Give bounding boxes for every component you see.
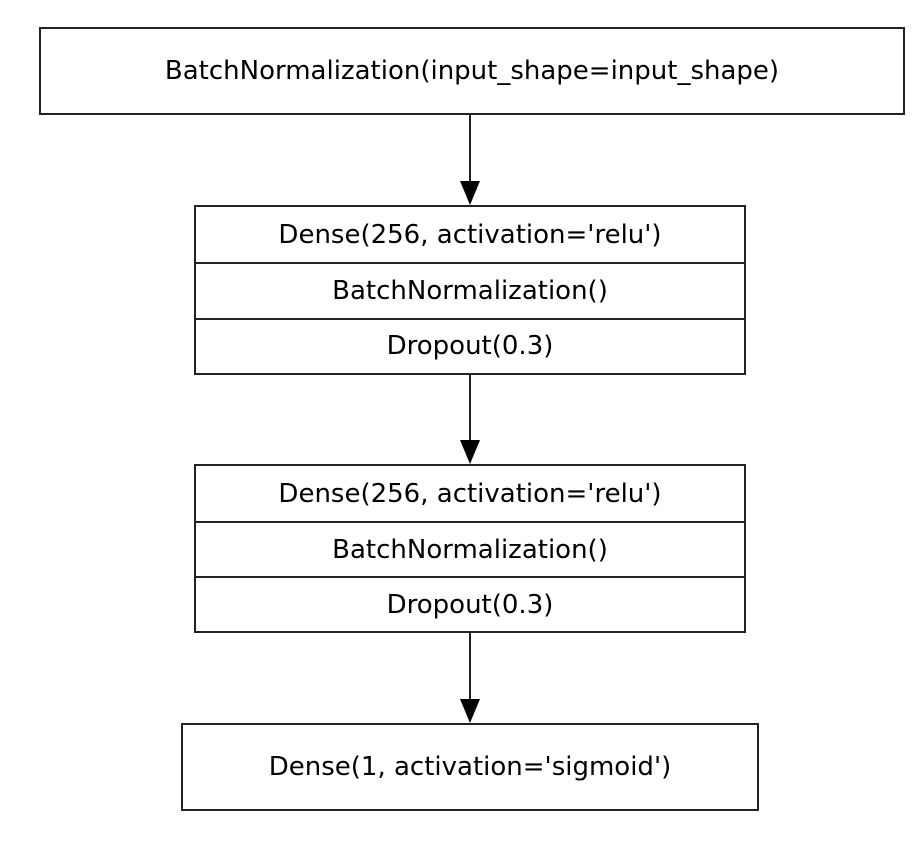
layer-label-dense: Dense(256, activation='relu') [278,219,662,250]
input-batchnorm-node: BatchNormalization(input_shape=input_sha… [39,27,905,115]
dense-block-2-node: Dense(256, activation='relu') BatchNorma… [194,464,746,633]
edge-0-1 [460,115,480,205]
layer-label: Dense(1, activation='sigmoid') [268,752,672,782]
arrowhead-icon [460,699,480,723]
layer-label-dropout: Dropout(0.3) [196,317,744,373]
edge-1-2 [460,375,480,464]
layer-label-batchnorm: BatchNormalization() [196,262,744,317]
layer-label-dense: Dense(256, activation='relu') [278,478,662,509]
layer-label-dropout: Dropout(0.3) [196,576,744,631]
arrowhead-icon [460,181,480,205]
dense-block-1-node: Dense(256, activation='relu') BatchNorma… [194,205,746,375]
edge-2-3 [460,633,480,723]
arrowhead-icon [460,440,480,464]
output-dense-node: Dense(1, activation='sigmoid') [181,723,759,811]
layer-label-batchnorm: BatchNormalization() [196,521,744,576]
layer-label: BatchNormalization(input_shape=input_sha… [164,56,780,86]
